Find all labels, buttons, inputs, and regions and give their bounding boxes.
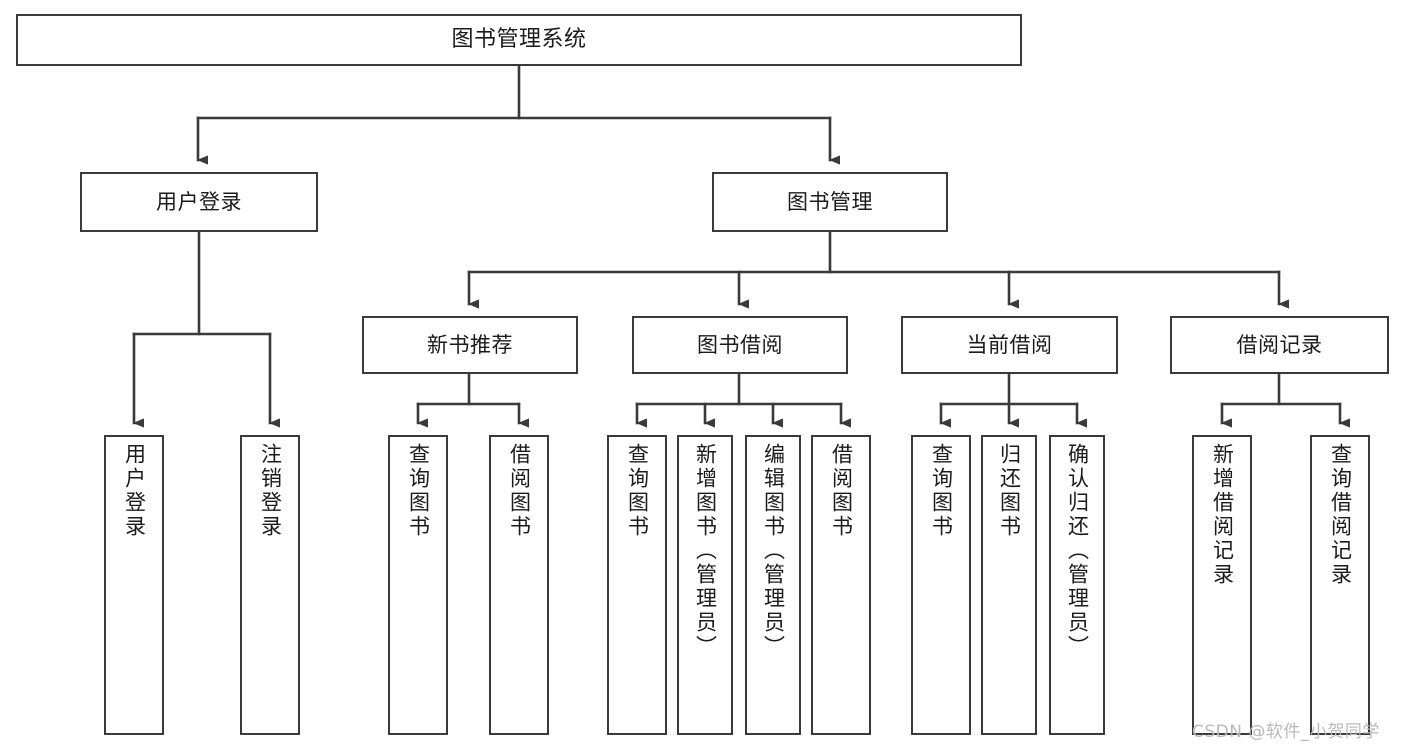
node-label: 查询图书: [929, 443, 954, 539]
node-label: 借阅图书: [829, 443, 854, 539]
leaf-return-book[interactable]: 归还图书: [981, 435, 1037, 735]
node-book-borrowing[interactable]: 图书借阅: [632, 316, 848, 374]
node-label: 新增借阅记录: [1210, 443, 1235, 587]
node-label: 查询借阅记录: [1328, 443, 1353, 587]
leaf-add-borrow-record[interactable]: 新增借阅记录: [1192, 435, 1252, 735]
node-label: 新书推荐: [427, 332, 513, 357]
leaf-add-book-admin[interactable]: 新增图书（管理员）: [677, 435, 733, 735]
node-borrowing-record[interactable]: 借阅记录: [1170, 316, 1389, 374]
leaf-logout[interactable]: 注销登录: [240, 435, 300, 735]
leaf-query-book-borrow[interactable]: 查询图书: [607, 435, 667, 735]
node-label: 查询图书: [625, 443, 650, 539]
leaf-confirm-return-admin[interactable]: 确认归还（管理员）: [1049, 435, 1105, 735]
node-label: 编辑图书（管理员）: [761, 443, 786, 659]
node-label: 当前借阅: [966, 332, 1053, 357]
node-label: 借阅记录: [1236, 332, 1323, 357]
node-label: 图书管理: [787, 189, 873, 214]
node-user-login[interactable]: 用户登录: [80, 172, 318, 232]
leaf-query-book-current[interactable]: 查询图书: [911, 435, 971, 735]
node-current-borrowing[interactable]: 当前借阅: [901, 316, 1118, 374]
node-label: 用户登录: [156, 189, 242, 214]
node-label: 注销登录: [258, 443, 283, 539]
node-book-management[interactable]: 图书管理: [712, 172, 948, 232]
leaf-borrow-book-new-book-rec[interactable]: 借阅图书: [489, 435, 549, 735]
leaf-query-book-new-book-rec[interactable]: 查询图书: [388, 435, 448, 735]
node-label: 用户登录: [122, 443, 147, 539]
leaf-borrow-book-borrow[interactable]: 借阅图书: [811, 435, 871, 735]
node-label: 图书管理系统: [451, 27, 587, 53]
node-new-book-recommendation[interactable]: 新书推荐: [362, 316, 578, 374]
node-label: 确认归还（管理员）: [1065, 443, 1090, 659]
node-label: 借阅图书: [507, 443, 532, 539]
node-root-book-management-system[interactable]: 图书管理系统: [16, 14, 1022, 66]
node-label: 归还图书: [997, 443, 1022, 539]
node-label: 新增图书（管理员）: [693, 443, 718, 659]
leaf-query-borrow-record[interactable]: 查询借阅记录: [1310, 435, 1370, 735]
node-label: 查询图书: [406, 443, 431, 539]
node-label: 图书借阅: [697, 332, 783, 357]
leaf-edit-book-admin[interactable]: 编辑图书（管理员）: [745, 435, 801, 735]
csdn-watermark: CSDN @软件_小贺同学: [1192, 722, 1380, 742]
leaf-user-login[interactable]: 用户登录: [104, 435, 164, 735]
